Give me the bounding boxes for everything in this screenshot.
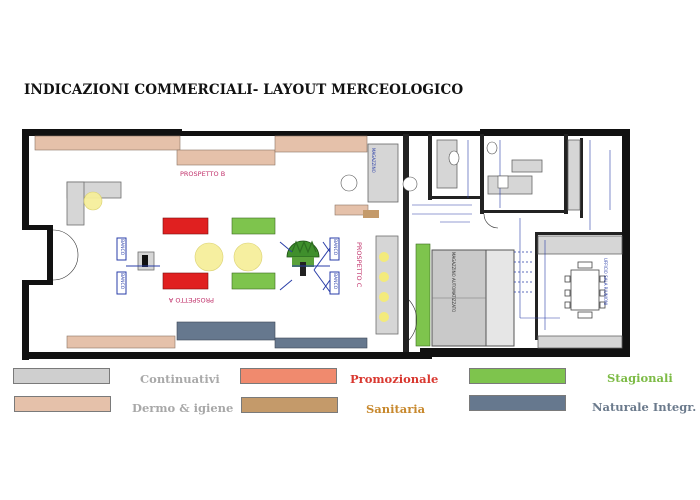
label-uffici: UFFICIO SALA RIUNIONI	[603, 258, 608, 305]
label-banco-1: BANCO	[119, 239, 125, 256]
label-banco-2: BANCO	[119, 273, 125, 290]
pos-terminal	[142, 255, 148, 267]
label-prospetto-b: PROSPETTO B	[180, 170, 225, 178]
counter-spots	[379, 252, 389, 322]
stagionali-islands	[231, 217, 431, 347]
doors	[52, 213, 499, 341]
naturale-shelves	[176, 321, 368, 349]
sanitaria-shelf	[363, 210, 379, 218]
label-magazzino-fianco: MAGAZZINO	[371, 148, 376, 173]
label-banco-4: BANCO	[332, 273, 338, 290]
light-spots	[83, 191, 263, 272]
meeting-table	[564, 261, 606, 319]
label-prospetto-a: PROSPETTO A	[168, 296, 214, 304]
promozionale-islands	[162, 217, 209, 290]
dermo-shelves	[34, 135, 369, 349]
banco-fixtures	[116, 237, 340, 295]
magazzino-block	[431, 249, 534, 347]
exterior-walls	[22, 129, 630, 360]
interior-walls	[403, 134, 622, 352]
label-prospetto-c: PROSPETTO C	[355, 242, 363, 288]
dimension-lines	[412, 140, 611, 330]
plant-display	[286, 240, 320, 276]
back-rooms	[367, 139, 623, 349]
label-magazzino: MAGAZZINO AUTOMATIZZATO	[451, 252, 456, 312]
sanitary-fixtures	[340, 141, 509, 192]
page-title: INDICAZIONI COMMERCIALI- LAYOUT MERCEOLO…	[24, 82, 464, 98]
label-banco-3: BANCO	[332, 239, 338, 256]
